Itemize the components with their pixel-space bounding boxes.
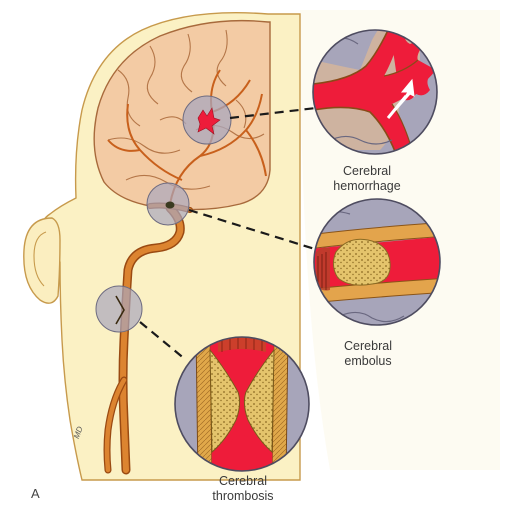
embolus-clot xyxy=(333,239,390,285)
embolus-label: Cerebral embolus xyxy=(303,339,433,369)
thrombosis-label-line2: thrombosis xyxy=(178,489,308,504)
panel-letter: A xyxy=(31,486,40,501)
thrombosis-spot xyxy=(96,286,142,332)
embolus-clot-small xyxy=(166,202,175,209)
embolus-label-line2: embolus xyxy=(303,354,433,369)
hemorrhage-label-line2: hemorrhage xyxy=(302,179,432,194)
hemorrhage-label: Cerebral hemorrhage xyxy=(302,164,432,194)
embolus-label-line1: Cerebral xyxy=(303,339,433,354)
thrombosis-label: Cerebral thrombosis xyxy=(178,474,308,504)
hemorrhage-label-line1: Cerebral xyxy=(302,164,432,179)
thrombosis-label-line1: Cerebral xyxy=(178,474,308,489)
